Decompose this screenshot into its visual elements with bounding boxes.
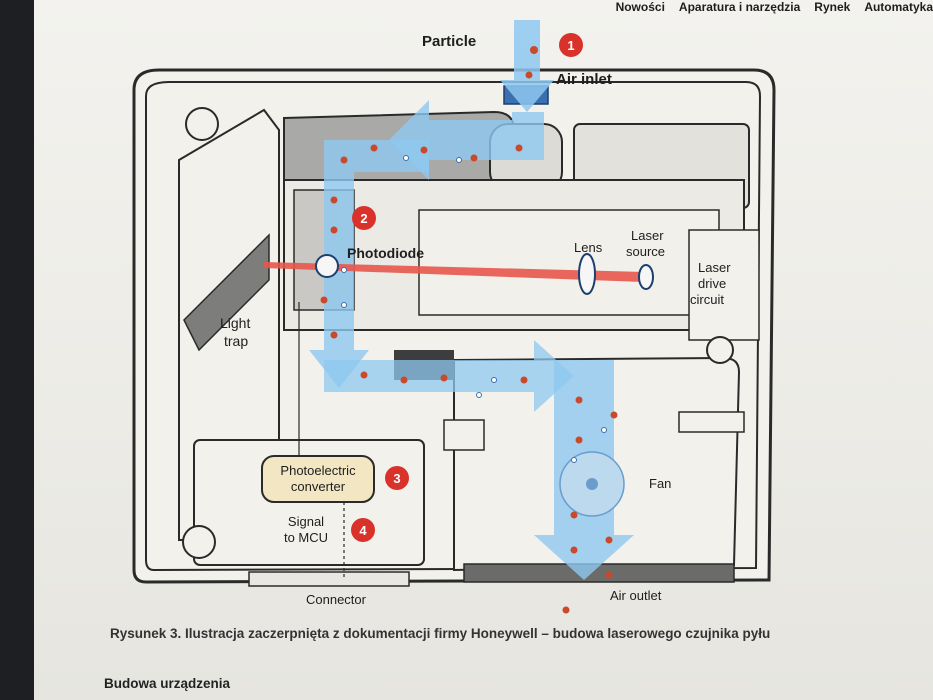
down-flow-arrow: [309, 140, 429, 388]
section-title: Budowa urządzenia: [104, 676, 231, 691]
label-connector: Connector: [306, 592, 367, 607]
lens-shape: [578, 253, 596, 295]
particles: [320, 46, 618, 614]
photoelectric-converter-box: [261, 455, 375, 503]
svg-text:1: 1: [567, 38, 574, 53]
label-lens: Lens: [574, 240, 603, 255]
step-badge-1: 1: [559, 33, 583, 57]
label-light-trap-1: Light: [220, 315, 250, 331]
top-nav: Nowości Aparatura i narzędzia Rynek Auto…: [616, 0, 933, 14]
nav-item-market[interactable]: Rynek: [814, 0, 851, 14]
label-laser-drive-3: circuit: [690, 292, 724, 307]
label-air-inlet: Air inlet: [556, 71, 612, 88]
label-photoelectric-1: Photoelectric: [280, 463, 356, 478]
nav-item-tools[interactable]: Aparatura i narzędzia: [678, 0, 801, 14]
label-air-outlet: Air outlet: [610, 588, 662, 603]
browser-page: Nowości Aparatura i narzędzia Rynek Auto…: [34, 0, 933, 700]
laser-source-shape: [638, 264, 654, 290]
step-badge-4: 4: [351, 518, 375, 542]
label-fan: Fan: [649, 476, 671, 491]
step-badge-3: 3: [385, 466, 409, 490]
laser-beam: [264, 262, 644, 282]
label-laser-drive-2: drive: [698, 276, 726, 291]
small-particles: [341, 155, 607, 463]
label-laser-source-2: source: [626, 244, 665, 259]
svg-text:3: 3: [393, 471, 400, 486]
step-badge-2: 2: [352, 206, 376, 230]
sensor-diagram: 1 2 3 4 Particle Air inlet Photodiode Le…: [132, 20, 776, 614]
label-laser-drive-1: Laser: [698, 260, 731, 275]
inlet-flow-arrow: [500, 20, 554, 112]
label-photodiode: Photodiode: [347, 245, 424, 261]
label-laser-source-1: Laser: [631, 228, 664, 243]
nav-item-news[interactable]: Nowości: [615, 0, 665, 14]
svg-text:2: 2: [360, 211, 367, 226]
label-light-trap-2: trap: [224, 333, 248, 349]
label-photoelectric-2: converter: [291, 479, 346, 494]
nav-item-automation[interactable]: Automatyka: [864, 0, 933, 14]
photodiode-shape: [315, 254, 339, 278]
svg-text:4: 4: [359, 523, 367, 538]
label-particle: Particle: [422, 33, 476, 50]
label-signal-2: to MCU: [284, 530, 328, 545]
middle-flow-arrow: [324, 340, 574, 412]
figure-caption: Rysunek 3. Ilustracja zaczerpnięta z dok…: [110, 626, 771, 641]
label-signal-1: Signal: [288, 514, 324, 529]
